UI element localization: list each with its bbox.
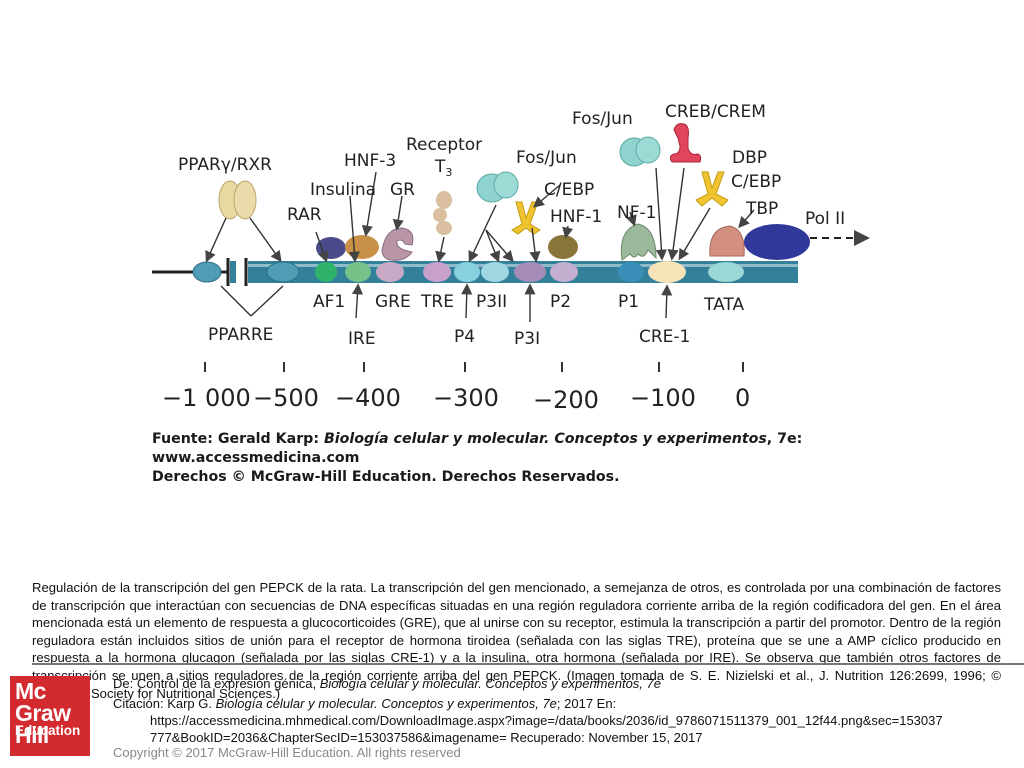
gr-label: GR	[390, 180, 415, 200]
t3-label: T3	[434, 157, 452, 179]
copyright-notice: Copyright © 2017 McGraw-Hill Education. …	[113, 745, 461, 760]
citation-line: Citación: Karp G. Biología celular y mol…	[113, 696, 617, 711]
pol-ii-protein	[744, 224, 810, 260]
source-line-3: Derechos © McGraw-Hill Education. Derech…	[152, 469, 620, 485]
site-labels: AF1 GRE TRE P3II P2 P1 TATA PPARRE IRE P…	[208, 292, 744, 349]
axis-label-200: −200	[533, 386, 599, 414]
p4-label: P4	[454, 327, 475, 347]
tata-label: TATA	[703, 295, 744, 315]
pparre-site-2	[266, 261, 300, 283]
p3i-site	[514, 262, 546, 282]
divider	[32, 663, 1024, 665]
pepck-promoter-diagram: PPARγ/RXR RAR Insulina HNF-3 GR Receptor…	[150, 100, 870, 485]
fos-jun-protein-2	[619, 136, 661, 167]
citation-url-2[interactable]: 777&BookID=2036&ChapterSecID=153037586&i…	[150, 730, 703, 745]
transcription-factors	[218, 123, 810, 261]
ire-label: IRE	[348, 329, 376, 349]
axis-label-100: −100	[630, 384, 696, 412]
insulina-label: Insulina	[310, 180, 376, 200]
hnf1-protein	[548, 235, 578, 259]
p3ii-site	[481, 262, 509, 282]
cebp-protein-1	[511, 201, 541, 235]
p2-site	[550, 262, 578, 282]
binding-sites	[192, 261, 744, 283]
cebp-label-2: C/EBP	[731, 172, 781, 192]
p1-label: P1	[618, 292, 639, 312]
p1-site	[618, 262, 644, 282]
axis-label-300: −300	[433, 384, 499, 412]
tre-site	[423, 262, 451, 282]
gre-site	[376, 262, 404, 282]
citation-url-1[interactable]: https://accessmedicina.mhmedical.com/Dow…	[150, 713, 943, 728]
tata-site	[708, 262, 744, 282]
pol-ii-label: Pol II	[805, 209, 845, 229]
fos-jun-protein-1	[476, 171, 519, 203]
nf1-label: NF-1	[617, 203, 656, 223]
ppar-label: PPARγ/RXR	[178, 155, 272, 175]
creb-crem-protein	[669, 123, 702, 163]
source-from-line: De: Control de la expresión génica, Biol…	[113, 676, 661, 691]
p3i-label: P3I	[514, 329, 540, 349]
factor-labels: PPARγ/RXR RAR Insulina HNF-3 GR Receptor…	[178, 102, 845, 229]
dbp-cebp-protein	[695, 171, 729, 207]
gre-label: GRE	[375, 292, 411, 312]
tbp-label: TBP	[745, 199, 778, 219]
tbp-protein	[709, 225, 745, 257]
axis-label-500: −500	[253, 384, 319, 412]
hnf1-label: HNF-1	[550, 207, 602, 227]
p4-site	[454, 262, 480, 282]
axis-label-400: −400	[335, 384, 401, 412]
ppar-rxr-protein	[218, 180, 257, 220]
arrows	[205, 167, 755, 322]
rar-protein	[316, 237, 346, 259]
source-line-1: Fuente: Gerald Karp: Biología celular y …	[152, 431, 803, 447]
figure-caption: Regulación de la transcripción del gen P…	[32, 580, 1001, 701]
af1-site	[315, 262, 337, 282]
rar-label: RAR	[287, 205, 322, 225]
receptor-t3-protein	[433, 191, 452, 235]
cre1-label: CRE-1	[639, 327, 690, 347]
nf1-protein	[620, 223, 657, 261]
af1-label: AF1	[313, 292, 345, 312]
axis-ticks	[204, 362, 744, 372]
figure-source: Fuente: Gerald Karp: Biología celular y …	[152, 430, 802, 487]
fos-jun-label-1: Fos/Jun	[516, 148, 577, 168]
receptor-label: Receptor	[406, 135, 482, 155]
dbp-label: DBP	[732, 148, 767, 168]
tre-label: TRE	[420, 292, 454, 312]
ire-site	[345, 262, 371, 282]
pparre-site-1	[192, 261, 222, 283]
creb-crem-label: CREB/CREM	[665, 102, 766, 122]
axis-label-1000: −1 000	[162, 384, 251, 412]
source-line-2: www.accessmedicina.com	[152, 450, 360, 466]
pparre-label: PPARRE	[208, 325, 273, 345]
fos-jun-label-2: Fos/Jun	[572, 109, 633, 129]
p2-label: P2	[550, 292, 571, 312]
cebp-label-1: C/EBP	[544, 180, 594, 200]
axis-label-0: 0	[735, 384, 750, 412]
p3ii-label: P3II	[476, 292, 507, 312]
hnf3-protein	[345, 235, 379, 259]
axis-labels: −1 000 −500 −400 −300 −200 −100 0	[162, 384, 750, 414]
hnf3-label: HNF-3	[344, 151, 396, 171]
cre1-site	[648, 261, 686, 283]
